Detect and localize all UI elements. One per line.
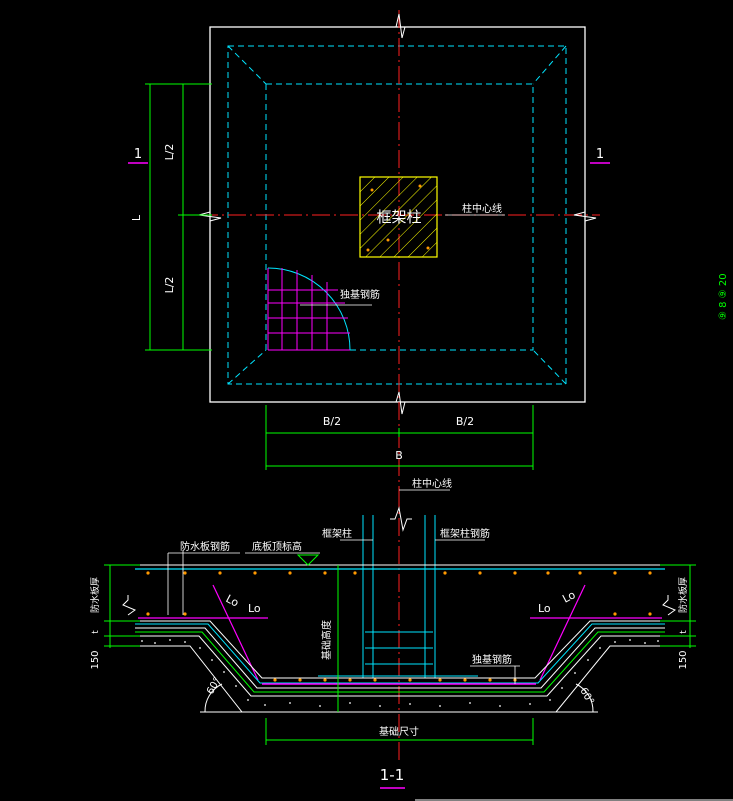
- plan-rebar-label: 独基钢筋: [340, 288, 380, 301]
- t-left-label: t: [91, 630, 101, 634]
- plan-dim-L-half-bottom: L/2: [163, 277, 176, 294]
- right-dims: [660, 564, 696, 648]
- section-view: 柱中心线 框架柱 框架柱钢筋 防水板钢筋 底: [89, 477, 733, 801]
- section-break-mark: [390, 506, 412, 532]
- break-mark-top: [393, 13, 408, 39]
- lo-right-1: Lo: [560, 588, 578, 606]
- base-rebar-label: 独基钢筋: [472, 653, 512, 666]
- section-title: 1-1: [380, 766, 405, 784]
- break-mark-right: [573, 209, 597, 222]
- right-break: [662, 595, 677, 616]
- angle-left-label: 60°: [205, 676, 223, 697]
- base-size-dim: [265, 718, 534, 745]
- slab-elev-label: 底板顶标高: [252, 540, 302, 553]
- plan-slope-bl: [227, 349, 267, 385]
- slab-top-rebar-dots: [146, 571, 652, 575]
- left-break: [122, 595, 137, 616]
- plan-column: [359, 176, 438, 258]
- dim-150-right: 150: [678, 650, 689, 669]
- plan-dim-B-label: B: [395, 449, 403, 462]
- plan-dim-L: [145, 83, 212, 351]
- plan-dim-B-half-right: B/2: [456, 415, 474, 428]
- left-thickness-label: 防水板厚: [89, 577, 101, 613]
- foundation-height-label: 基础高度: [320, 620, 333, 660]
- plan-dim-B: [265, 405, 534, 470]
- section-mark-left: 1: [134, 147, 142, 162]
- plan-dim-B-half-left: B/2: [323, 415, 341, 428]
- plan-view: 框架柱 柱中心线 独基钢筋 L L/2: [128, 10, 729, 490]
- t-right-label: t: [679, 630, 689, 634]
- break-mark-bottom: [393, 391, 408, 415]
- angle-arc-left: [204, 683, 223, 713]
- left-dims: [104, 564, 140, 648]
- section-column-label: 框架柱: [322, 527, 352, 540]
- waterproof-rebar-label: 防水板钢筋: [180, 540, 230, 553]
- plan-slope-tr: [532, 45, 567, 85]
- section-column: [362, 515, 436, 678]
- plan-column-label: 框架柱: [376, 208, 421, 226]
- plan-rebar-detail: [267, 267, 372, 351]
- plan-centerline-label: 柱中心线: [462, 202, 502, 215]
- lo-left-1: Lo: [224, 592, 242, 610]
- base-rebar-dots: [273, 678, 517, 682]
- base-size-label: 基础尺寸: [379, 725, 419, 738]
- lo-left-diag: [212, 584, 259, 681]
- cushion-layer-hatch: [141, 639, 659, 707]
- foundation-profile: [110, 620, 690, 713]
- angle-arc-right: [575, 683, 594, 713]
- right-thickness-label: 防水板厚: [677, 577, 689, 613]
- plan-slope-tl: [227, 45, 267, 85]
- section-column-rebar-label: 框架柱钢筋: [440, 527, 490, 540]
- slab-bottom-rebar-dots: [146, 612, 652, 616]
- lo-left-2: Lo: [248, 602, 261, 615]
- section-mark-right: 1: [596, 147, 604, 162]
- plan-dim-L-half-top: L/2: [163, 144, 176, 161]
- dim-150-left: 150: [90, 650, 101, 669]
- plan-side-note: ⑨ 8 ⑨ 20: [718, 273, 729, 320]
- lo-right-2: Lo: [538, 602, 551, 615]
- lo-right-diag: [539, 584, 586, 681]
- plan-slope-br: [532, 349, 567, 385]
- elevation-triangle: [296, 554, 320, 566]
- plan-dim-L-label: L: [130, 214, 143, 221]
- angle-right-label: 60°: [577, 686, 595, 707]
- section-centerline-label: 柱中心线: [412, 477, 452, 490]
